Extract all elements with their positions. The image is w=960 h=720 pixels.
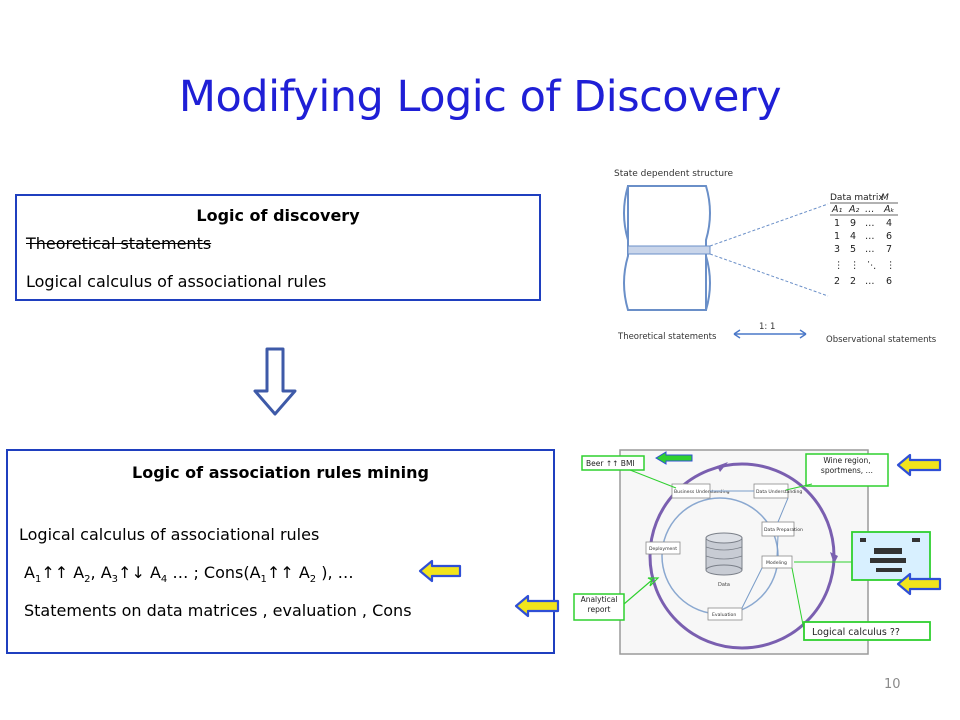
formula-part: A	[24, 563, 35, 582]
formula-part: ↑↑	[41, 563, 69, 582]
formula-sub: 3	[111, 574, 119, 586]
observational-label: Observational statements	[826, 335, 937, 345]
matrix-cell: …	[865, 231, 875, 242]
pointer-arrow-icon	[896, 572, 942, 596]
box-line: Logical calculus of associational rules	[26, 272, 327, 291]
matrix-cell: …	[865, 218, 875, 229]
report-arrow-icon	[623, 577, 660, 605]
database-icon	[705, 532, 743, 576]
box-heading: Logic of association rules mining	[132, 463, 429, 482]
logic-of-discovery-box: Logic of discovery Theoretical statement…	[15, 194, 541, 301]
struck-statement: Theoretical statements	[26, 234, 212, 253]
matrix-cell: 2	[834, 276, 840, 287]
matrix-cell: 1	[834, 231, 840, 242]
formula-sub: 2	[84, 574, 91, 586]
ratio-label: 1: 1	[759, 322, 775, 332]
cycle-arrowhead	[717, 462, 728, 472]
scroll-curl	[623, 185, 629, 241]
matrix-cell: 6	[886, 276, 892, 287]
phase-label-data-preparation: Data Preparation	[764, 527, 803, 533]
formula-part: A	[68, 563, 85, 582]
box-line: Statements on data matrices , evaluation…	[24, 601, 412, 620]
crisp-dm-figure: Data Business Understanding Data Underst…	[573, 449, 931, 655]
matrix-cell: 7	[886, 244, 892, 255]
double-arrow-heads	[733, 329, 807, 339]
down-arrow-icon	[253, 347, 297, 416]
figure-caption: State dependent structure	[614, 169, 734, 179]
matrix-cell: 2	[850, 276, 856, 287]
analytical-report-box	[573, 593, 625, 621]
analytical-report-label: Analytical report	[580, 595, 618, 614]
phase-label-data: Data	[718, 582, 730, 588]
pointer-arrow-icon	[896, 453, 942, 477]
connector-line	[629, 469, 677, 489]
matrix-header-cell: A₂	[848, 204, 859, 215]
connector-line	[791, 567, 805, 631]
analytical-report-wrap: Analytical report	[580, 595, 618, 614]
scroll-curl	[705, 255, 711, 311]
formula-part: ↑↓	[118, 563, 145, 582]
formula-line: A1↑↑ A2, A3↑↓ A4 … ; Cons(A1↑↑ A2 ), …	[24, 563, 354, 585]
matrix-cell: ⋱	[867, 260, 877, 271]
phase-label-modeling: Modeling	[766, 560, 787, 566]
matrix-cell: …	[865, 276, 875, 287]
wine-label-box	[805, 453, 889, 487]
formula-part: , A	[90, 563, 112, 582]
matrix-cell: 9	[850, 218, 856, 229]
matrix-header-cell: A₁	[831, 204, 842, 215]
phase-box	[645, 541, 681, 555]
matrix-label: Data matrix	[830, 193, 884, 203]
phase-links	[710, 490, 789, 609]
phase-label-deployment: Deployment	[649, 546, 677, 552]
matrix-cell: 1	[834, 218, 840, 229]
matrix-cell: ⋮	[886, 260, 896, 271]
logical-calculus-label: Logical calculus ??	[812, 627, 900, 638]
formula-part: A	[293, 563, 310, 582]
formula-sub: 1	[34, 574, 42, 586]
wine-label-wrap: Wine region, sportmens, …	[820, 456, 874, 475]
wine-label: Wine region, sportmens, …	[820, 456, 874, 475]
association-rules-mining-box: Logic of association rules mining Logica…	[6, 449, 555, 654]
slide-title: Modifying Logic of Discovery	[178, 72, 782, 122]
matrix-cell: 6	[886, 231, 892, 242]
box-line: Logical calculus of associational rules	[19, 525, 320, 544]
green-pointer-icon	[655, 451, 693, 465]
pointer-arrow-icon	[514, 594, 560, 618]
matrix-cell: ⋮	[850, 260, 860, 271]
theoretical-label: Theoretical statements	[617, 332, 717, 342]
formula-part: … ; Cons(A	[167, 563, 261, 582]
logical-calculus-box	[803, 621, 931, 641]
page-number: 10	[884, 677, 901, 692]
phase-label-business: Business Understanding	[674, 489, 730, 495]
matrix-cell: 5	[850, 244, 856, 255]
formula-sub: 1	[260, 574, 267, 586]
matrix-cell: 4	[850, 231, 856, 242]
state-band	[627, 245, 711, 255]
formula-part: ), …	[316, 563, 354, 582]
pointer-arrow-icon	[418, 559, 462, 583]
projection-line	[709, 203, 829, 247]
matrix-header-cell: Aₖ	[883, 204, 895, 215]
box-heading: Logic of discovery	[196, 206, 360, 225]
state-structure-figure: State dependent structure Data matrix M …	[614, 169, 937, 345]
matrix-cell: …	[865, 244, 875, 255]
matrix-header-cell: …	[865, 204, 875, 215]
phase-label-evaluation: Evaluation	[712, 612, 736, 618]
modeling-detail-marks	[860, 538, 920, 572]
formula-part: A	[144, 563, 161, 582]
matrix-cell: 4	[886, 218, 892, 229]
cycle-arrowhead	[830, 552, 838, 564]
matrix-symbol: M	[881, 193, 889, 203]
beer-bmi-label-box	[581, 455, 645, 471]
phase-box	[707, 607, 743, 621]
formula-sub: 2	[309, 574, 317, 586]
projection-line	[709, 253, 829, 297]
connector-line	[785, 483, 813, 491]
phase-label-data-understanding: Data Understanding	[756, 489, 802, 495]
matrix-cell: ⋮	[834, 260, 844, 271]
matrix-cell: 3	[834, 244, 840, 255]
formula-sub: 4	[160, 574, 168, 586]
formula-part: ↑↑	[266, 563, 294, 582]
beer-bmi-label: Beer ↑↑ BMI	[586, 459, 635, 468]
